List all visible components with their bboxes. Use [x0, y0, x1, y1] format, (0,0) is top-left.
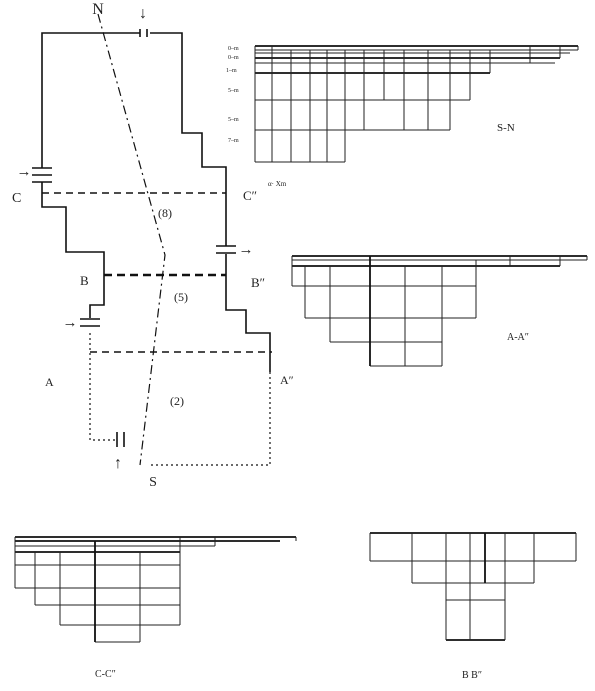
label-section-a-left: A — [45, 375, 54, 389]
arrow-bottom: ↑ — [114, 455, 122, 472]
sn-row-label-3: 1–m — [226, 68, 237, 74]
sn-row-label-4: 5–m — [228, 88, 239, 94]
section-cc: C-C″ — [14, 536, 297, 680]
section-aa: A-A″ — [291, 255, 588, 367]
label-section-c-left: C — [12, 191, 21, 206]
sn-section-label: S-N — [497, 122, 515, 134]
arrow-a-left: → — [63, 315, 78, 331]
label-region-upper: (8) — [158, 206, 172, 220]
label-section-b-left: B — [80, 273, 89, 288]
sn-scale-note: α· Xm — [268, 180, 287, 188]
plan-right-boundary — [150, 32, 227, 246]
bb-section-label: B B″ — [462, 670, 482, 681]
label-section-a-right: A″ — [280, 373, 294, 387]
gate-symbol-b — [216, 245, 236, 254]
sn-row-label-6: 7–m — [228, 138, 239, 144]
label-south: S — [149, 475, 157, 490]
plan-view: ↓ → → → ↑ N S C C″ B B″ A A″ (8) (5) (2) — [12, 1, 294, 490]
arrow-c-left: → — [17, 164, 32, 180]
sn-row-label-5: 5–m — [228, 117, 239, 123]
gate-symbol-a — [80, 318, 100, 327]
sn-row-label-2: 0–m — [228, 55, 239, 61]
label-region-middle: (5) — [174, 290, 188, 304]
plan-left-boundary — [41, 32, 140, 168]
axis-north-south — [97, 13, 166, 466]
label-region-lower: (2) — [170, 394, 184, 408]
arrow-b-right: → — [239, 242, 254, 258]
plan-left-boundary-mid — [41, 182, 105, 318]
cc-section-label: C-C″ — [95, 669, 116, 680]
gate-symbol-bottom — [116, 432, 125, 447]
arrow-top: ↓ — [139, 5, 147, 22]
plan-right-boundary-mid — [225, 254, 271, 372]
label-section-c-right: C″ — [243, 188, 257, 203]
aa-section-label: A-A″ — [507, 332, 529, 343]
plan-right-boundary-lower — [148, 372, 271, 466]
plan-left-boundary-lower — [89, 333, 117, 441]
gate-symbol-top — [139, 29, 148, 37]
section-sn: 0–m 0–m 1–m 5–m 5–m 7–m α· Xm S-N — [226, 45, 579, 188]
section-bb: B B″ — [369, 532, 577, 681]
gate-symbol-c — [32, 167, 52, 183]
label-north: N — [92, 1, 104, 18]
sn-row-label-1: 0–m — [228, 46, 239, 52]
label-section-b-right: B″ — [251, 275, 265, 290]
